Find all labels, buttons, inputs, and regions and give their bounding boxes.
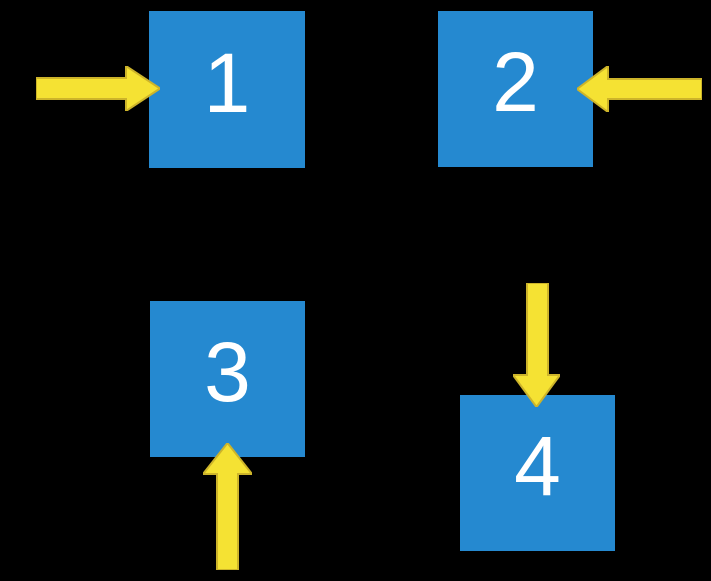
square-4-label: 4: [514, 419, 561, 513]
arrow-up-icon: [203, 443, 252, 570]
square-1-label: 1: [203, 35, 251, 130]
square-2: 2: [438, 11, 593, 167]
square-2-label: 2: [492, 35, 539, 129]
square-3-label: 3: [204, 325, 251, 419]
arrow-down-icon: [513, 283, 560, 407]
square-4: 4: [460, 395, 615, 551]
square-1: 1: [149, 11, 305, 168]
square-3: 3: [150, 301, 305, 457]
arrow-left-icon: [577, 66, 702, 112]
arrow-right-icon: [36, 66, 160, 111]
